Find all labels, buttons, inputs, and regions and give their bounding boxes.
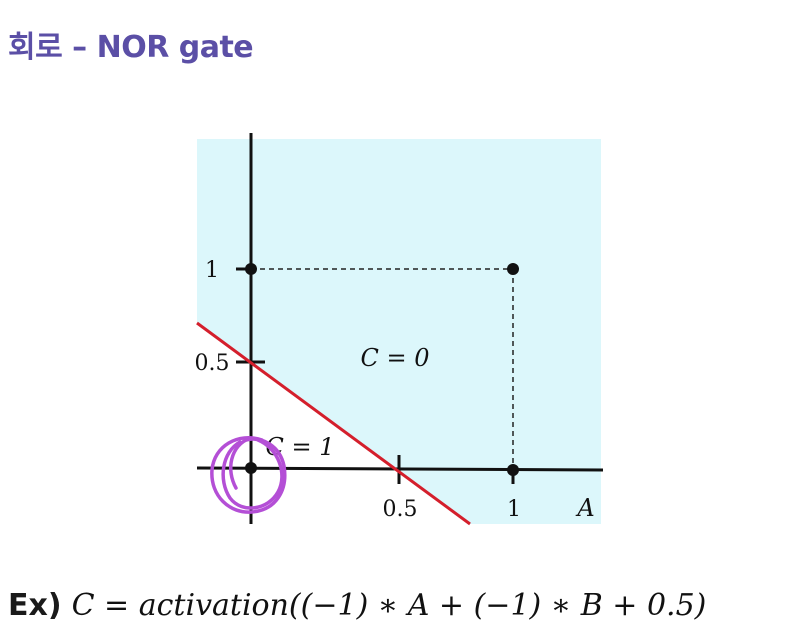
point-a0-b0: [245, 462, 257, 474]
page-title: 회로 – NOR gate: [8, 30, 254, 65]
point-a1-b0: [507, 464, 519, 476]
x-axis-label: A: [575, 494, 594, 522]
x-tick-label-0-5: 0.5: [383, 497, 418, 522]
example-formula: Ex) C = activation((−1) ∗ A + (−1) ∗ B + …: [8, 588, 706, 623]
formula-prefix: Ex): [8, 588, 62, 623]
decision-boundary-line: [196, 321, 471, 526]
y-tick-label-0-5: 0.5: [195, 351, 230, 376]
region-label-c0: C = 0: [361, 344, 430, 372]
point-a1-b1: [507, 263, 519, 275]
y-tick-label-1: 1: [205, 258, 219, 283]
formula-expression: C = activation((−1) ∗ A + (−1) ∗ B + 0.5…: [71, 588, 707, 623]
highlight-circle-icon: [210, 436, 287, 514]
point-a0-b1: [245, 263, 257, 275]
x-tick-label-1: 1: [507, 497, 521, 522]
